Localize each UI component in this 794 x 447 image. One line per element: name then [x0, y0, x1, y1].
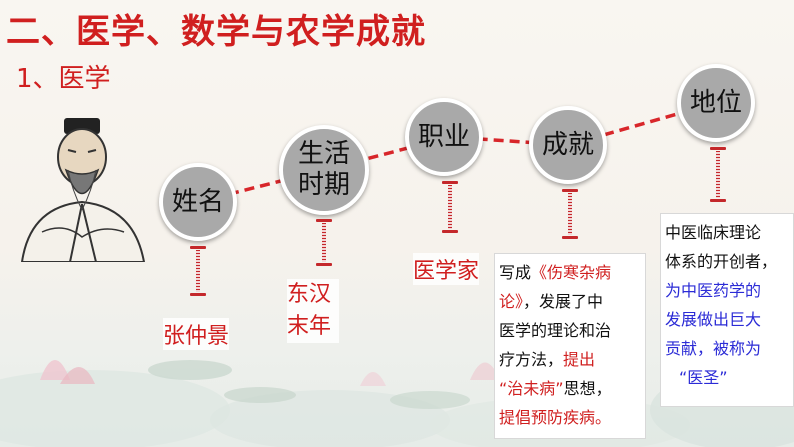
spring-connector-achievement [562, 189, 578, 239]
node-achievement-label: 成就 [541, 129, 594, 160]
achievement-line4b: 提出 [563, 350, 596, 369]
achievement-line2b: ，发展了中 [523, 292, 604, 311]
status-line3: 为中医药学的 [665, 281, 762, 300]
node-job: 职业 [405, 98, 483, 176]
achievement-line5a: “治未病” [499, 379, 564, 398]
portrait-zhang-zhongjing [20, 118, 146, 262]
answer-era-line2: 末年 [287, 314, 332, 339]
achievement-line4a: 疗方法， [499, 350, 564, 369]
node-status-label: 地位 [689, 87, 742, 118]
achievement-line5b: 思想， [563, 379, 612, 398]
answer-job: 医学家 [413, 253, 480, 285]
node-job-label: 职业 [417, 121, 470, 152]
answer-name: 张仲景 [163, 318, 230, 350]
section-subtitle: 1、医学 [16, 64, 111, 94]
status-line1: 中医临床理论 [665, 223, 762, 242]
answer-era-line1: 东汉 [287, 282, 332, 307]
achievement-line6: 提倡预防疾病。 [499, 408, 612, 427]
status-line6: “医圣” [679, 368, 728, 387]
node-name: 姓名 [159, 163, 237, 241]
status-line4: 发展做出巨大 [665, 310, 762, 329]
spring-connector-name [190, 246, 206, 296]
node-era-line1: 生活 [297, 139, 350, 169]
achievement-book-title-1: 《伤寒杂病 [531, 263, 612, 282]
node-era-line2: 时期 [297, 170, 350, 200]
node-era: 生活 时期 [279, 125, 369, 215]
achievement-line1a: 写成 [499, 263, 532, 282]
spring-connector-job [442, 181, 458, 233]
answer-era: 东汉 末年 [287, 279, 339, 343]
node-status: 地位 [677, 64, 755, 142]
node-achievement: 成就 [529, 106, 607, 184]
spring-connector-era [316, 219, 332, 266]
spring-connector-status [710, 147, 726, 202]
node-name-label: 姓名 [171, 186, 224, 217]
status-description: 中医临床理论 体系的开创者， 为中医药学的 发展做出巨大 贡献，被称为 “医圣” [660, 213, 794, 407]
slide-title: 二、医学、数学与农学成就 [6, 12, 426, 52]
achievement-line3: 医学的理论和治 [499, 321, 612, 340]
achievement-book-title-2: 论》 [499, 292, 524, 311]
achievement-description: 写成《伤寒杂病 论》，发展了中 医学的理论和治 疗方法，提出 “治未病”思想， … [494, 253, 646, 439]
status-line5: 贡献，被称为 [665, 339, 762, 358]
status-line2: 体系的开创者， [665, 252, 778, 271]
